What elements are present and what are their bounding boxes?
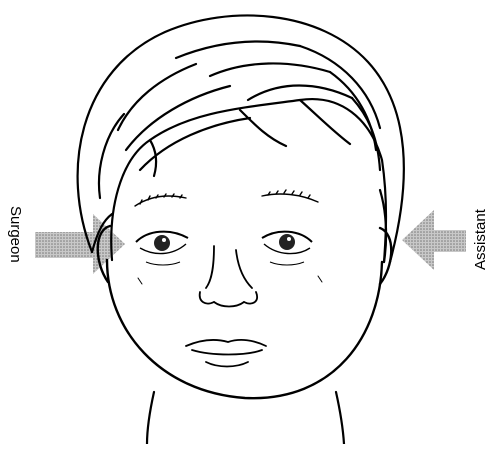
hair xyxy=(78,15,404,262)
surgeon-label: Surgeon xyxy=(7,206,24,263)
right-eye xyxy=(262,232,312,265)
assistant-arrow xyxy=(402,210,466,270)
cheek-lines xyxy=(138,276,322,284)
assistant-label: Assistant xyxy=(472,209,489,270)
eyebrows xyxy=(135,190,318,206)
left-eye xyxy=(136,232,188,265)
nose xyxy=(200,246,257,307)
neck xyxy=(147,392,344,444)
face-outline xyxy=(98,226,392,398)
mouth xyxy=(186,340,266,367)
